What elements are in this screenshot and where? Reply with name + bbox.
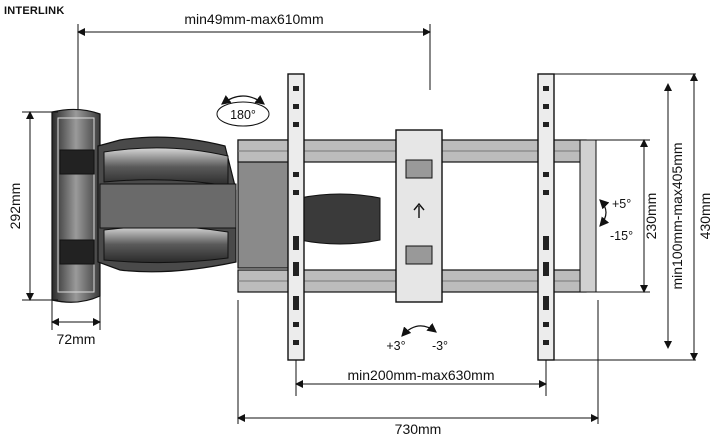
tilt-down-label: -15°: [610, 229, 633, 243]
vesa-horizontal-label: min200mm-max630mm: [347, 367, 494, 383]
tilt-depth-dimension: 230mm: [596, 139, 659, 293]
tilt-depth-label: 230mm: [643, 193, 659, 240]
vesa-vertical-label: min100mm-max405mm: [669, 142, 685, 289]
overall-height-label: 430mm: [697, 193, 713, 240]
level-plus-label: +3°: [386, 339, 405, 353]
swivel-label: 180°: [230, 108, 256, 122]
level-adjust-indicator: +3° -3°: [386, 323, 448, 353]
brand-logo: INTERLINK: [4, 5, 65, 17]
level-minus-label: -3°: [432, 339, 448, 353]
tilt-indicator: +5° -15°: [599, 197, 633, 243]
extension-label: min49mm-max610mm: [184, 11, 323, 27]
depth-72-label: 72mm: [57, 331, 96, 347]
tv-bracket-right: [537, 73, 555, 361]
wall-plate: [51, 108, 101, 303]
height-292-dimension: 292mm: [7, 111, 58, 301]
articulating-arm: [97, 136, 381, 273]
overall-width-dimension: 730mm: [237, 300, 599, 437]
vesa-horizontal-dimension: min200mm-max630mm: [295, 360, 547, 396]
height-292-label: 292mm: [7, 183, 23, 230]
extension-dimension: min49mm-max610mm: [77, 11, 431, 118]
depth-72-dimension: 72mm: [51, 296, 101, 347]
vesa-vertical-dimension: min100mm-max405mm: [554, 73, 696, 361]
overall-width-label: 730mm: [395, 421, 442, 437]
tv-bracket-left: [287, 73, 305, 361]
swivel-indicator: 180°: [216, 95, 270, 127]
tilt-up-label: +5°: [612, 197, 631, 211]
overall-height-dimension: 430mm: [690, 73, 713, 361]
center-bracket: [395, 129, 443, 303]
